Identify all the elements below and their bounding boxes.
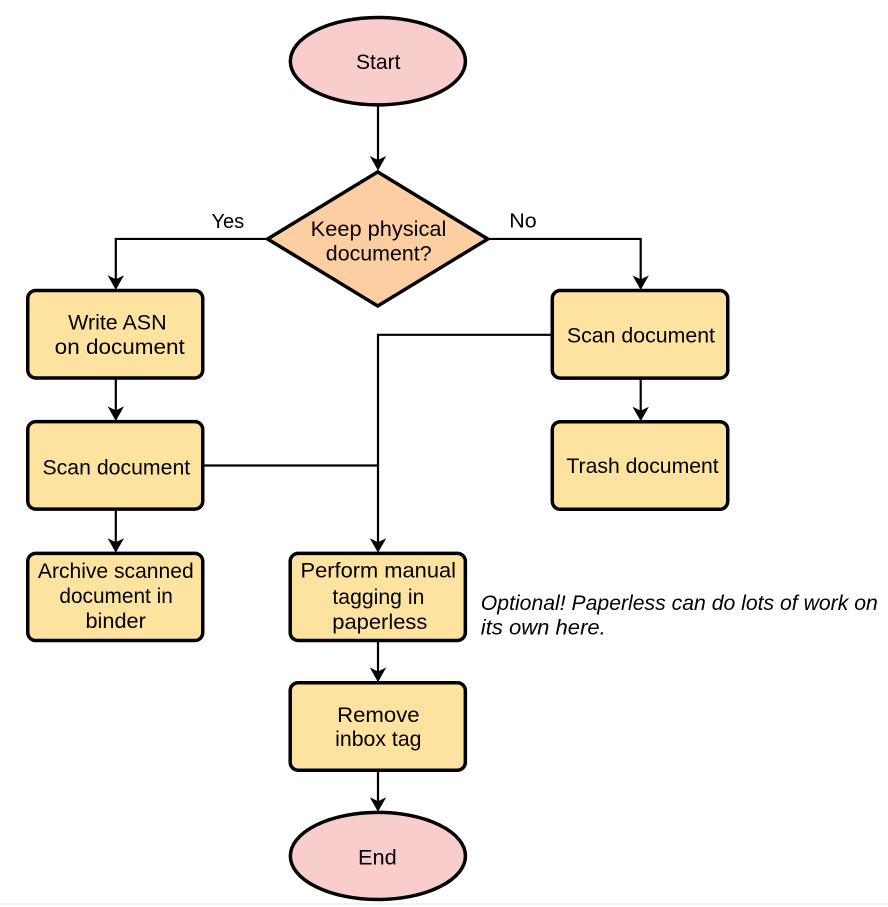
svg-text:inbox tag: inbox tag xyxy=(335,728,421,751)
svg-text:Optional! Paperless can do lot: Optional! Paperless can do lots of work … xyxy=(481,592,878,615)
svg-text:binder: binder xyxy=(86,610,146,633)
svg-text:Trash document: Trash document xyxy=(566,455,718,478)
svg-text:No: No xyxy=(509,211,536,233)
svg-text:document in: document in xyxy=(59,585,172,608)
svg-text:paperless: paperless xyxy=(332,611,427,634)
svg-text:Perform manual: Perform manual xyxy=(301,560,457,583)
svg-text:End: End xyxy=(358,847,397,870)
svg-text:its own here.: its own here. xyxy=(481,616,606,639)
svg-text:on document: on document xyxy=(55,336,185,359)
svg-text:Start: Start xyxy=(356,51,401,74)
svg-text:document?: document? xyxy=(326,243,432,266)
svg-text:tagging in: tagging in xyxy=(332,586,424,609)
svg-text:Remove: Remove xyxy=(337,704,420,727)
svg-text:Yes: Yes xyxy=(212,211,245,233)
svg-text:Keep physical: Keep physical xyxy=(311,218,447,241)
svg-text:Archive scanned: Archive scanned xyxy=(38,560,194,583)
svg-text:Scan document: Scan document xyxy=(567,325,715,348)
svg-text:Write ASN: Write ASN xyxy=(68,312,167,335)
svg-text:Scan document: Scan document xyxy=(43,456,191,479)
